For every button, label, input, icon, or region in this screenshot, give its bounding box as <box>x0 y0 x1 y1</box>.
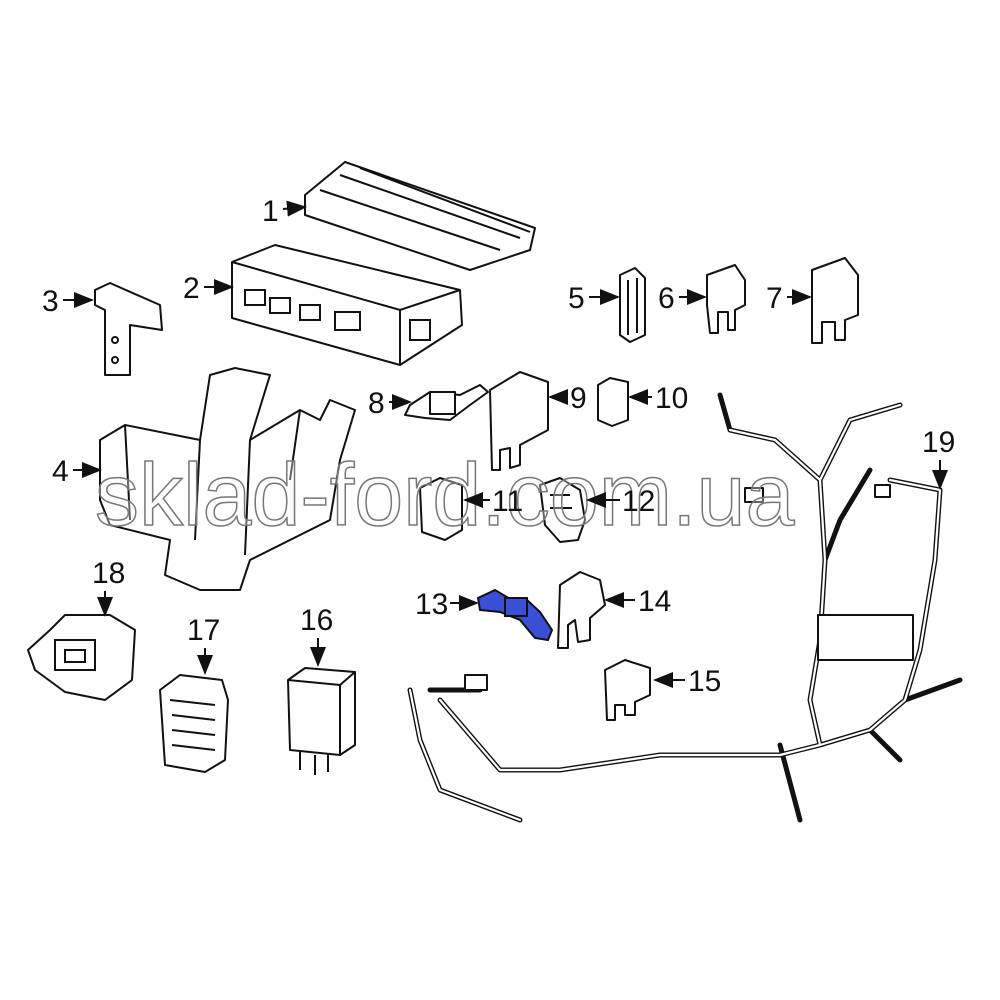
callout-6[interactable]: 6 <box>658 282 675 315</box>
part-3-bracket[interactable] <box>94 282 163 376</box>
watermark: sklad-ford.com.ua <box>95 445 794 544</box>
callout-14[interactable]: 14 <box>638 585 671 618</box>
callout-4[interactable]: 4 <box>52 455 69 488</box>
part-19-wiring-harness[interactable] <box>407 392 963 823</box>
part-17-module[interactable] <box>159 674 229 773</box>
part-9-fuse[interactable] <box>489 371 549 471</box>
part-1-cover[interactable] <box>304 161 536 271</box>
part-7-fuse[interactable] <box>811 257 859 344</box>
part-10-relay[interactable] <box>597 377 629 427</box>
part-14-fuse[interactable] <box>557 571 606 649</box>
callout-1[interactable]: 1 <box>262 195 279 228</box>
callout-16[interactable]: 16 <box>300 604 333 637</box>
part-18-relay[interactable] <box>27 614 136 701</box>
part-6-fuse[interactable] <box>706 264 746 334</box>
callout-7[interactable]: 7 <box>766 282 783 315</box>
part-5-fuse[interactable] <box>619 267 646 343</box>
callout-5[interactable]: 5 <box>568 282 585 315</box>
callout-19[interactable]: 19 <box>922 426 955 459</box>
callout-18[interactable]: 18 <box>92 557 125 590</box>
callout-2[interactable]: 2 <box>183 272 200 305</box>
callout-9[interactable]: 9 <box>570 382 587 415</box>
part-16-relay[interactable] <box>287 667 356 775</box>
callout-12[interactable]: 12 <box>622 485 655 518</box>
callout-17[interactable]: 17 <box>187 614 220 647</box>
callout-3[interactable]: 3 <box>42 285 59 318</box>
part-4-tray[interactable] <box>99 367 356 591</box>
part-13-highlighted-fusible-link[interactable] <box>476 588 554 642</box>
part-12-connector[interactable] <box>539 477 586 543</box>
part-15-fuse[interactable] <box>604 659 651 721</box>
callout-15[interactable]: 15 <box>688 665 721 698</box>
part-8-fusible-link[interactable] <box>404 384 489 421</box>
part-11-relay[interactable] <box>419 477 463 541</box>
callout-8[interactable]: 8 <box>368 387 385 420</box>
callout-11[interactable]: 11 <box>492 485 523 518</box>
arrow-1 <box>282 200 307 217</box>
callout-10[interactable]: 10 <box>655 382 688 415</box>
callout-13[interactable]: 13 <box>415 588 448 621</box>
callouts: 1 2 3 4 5 6 7 8 9 10 11 12 13 14 15 16 1… <box>42 195 955 698</box>
part-2-junction-box[interactable] <box>231 244 463 366</box>
